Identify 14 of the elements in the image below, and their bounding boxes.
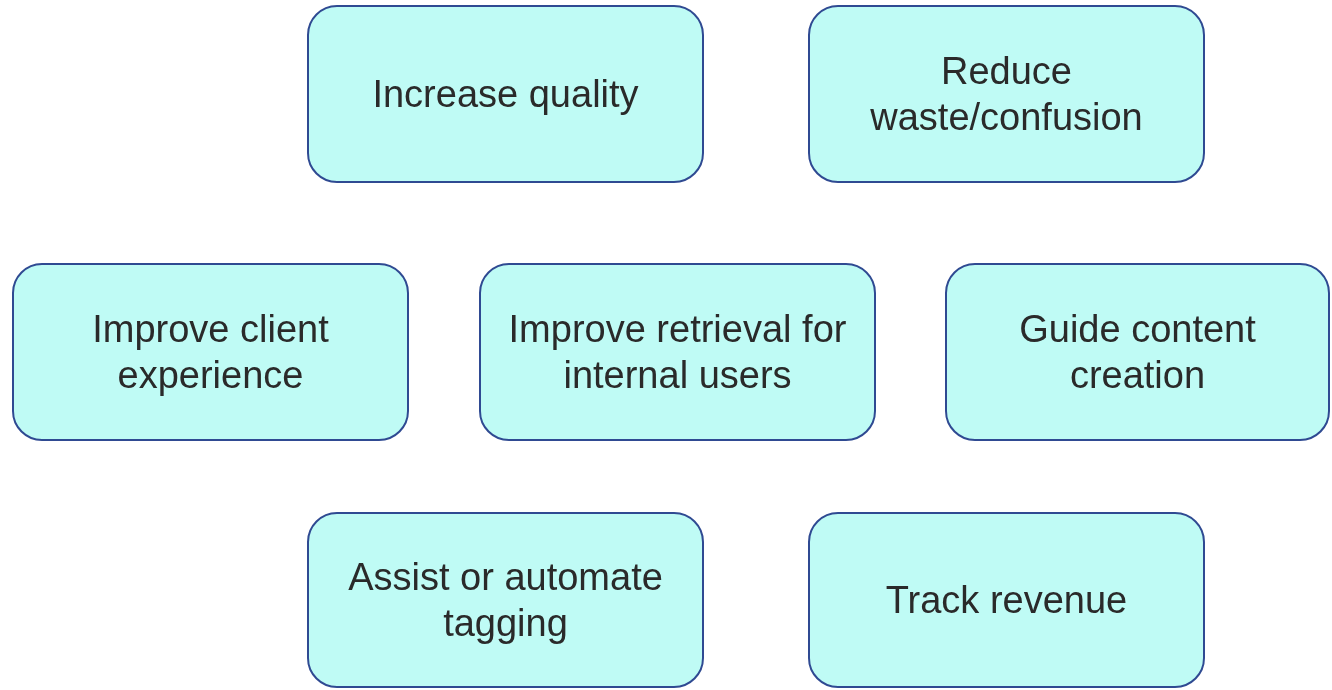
goal-box bbox=[12, 263, 409, 441]
goal-box bbox=[307, 5, 704, 183]
goal-text: Increase quality bbox=[372, 72, 639, 117]
goal-text: Guide content creation bbox=[1018, 307, 1257, 398]
goal-text: Assist or automate tagging bbox=[347, 555, 664, 646]
goal-box bbox=[945, 263, 1330, 441]
goal-text: Improve client experience bbox=[91, 307, 330, 398]
goal-text: Reduce waste/confusion bbox=[869, 49, 1144, 140]
goal-box bbox=[808, 512, 1205, 688]
goal-text: Track revenue bbox=[885, 578, 1128, 623]
goal-box bbox=[808, 5, 1205, 183]
goal-box bbox=[479, 263, 876, 441]
goal-box bbox=[307, 512, 704, 688]
goal-text: Improve retrieval for internal users bbox=[507, 307, 848, 398]
